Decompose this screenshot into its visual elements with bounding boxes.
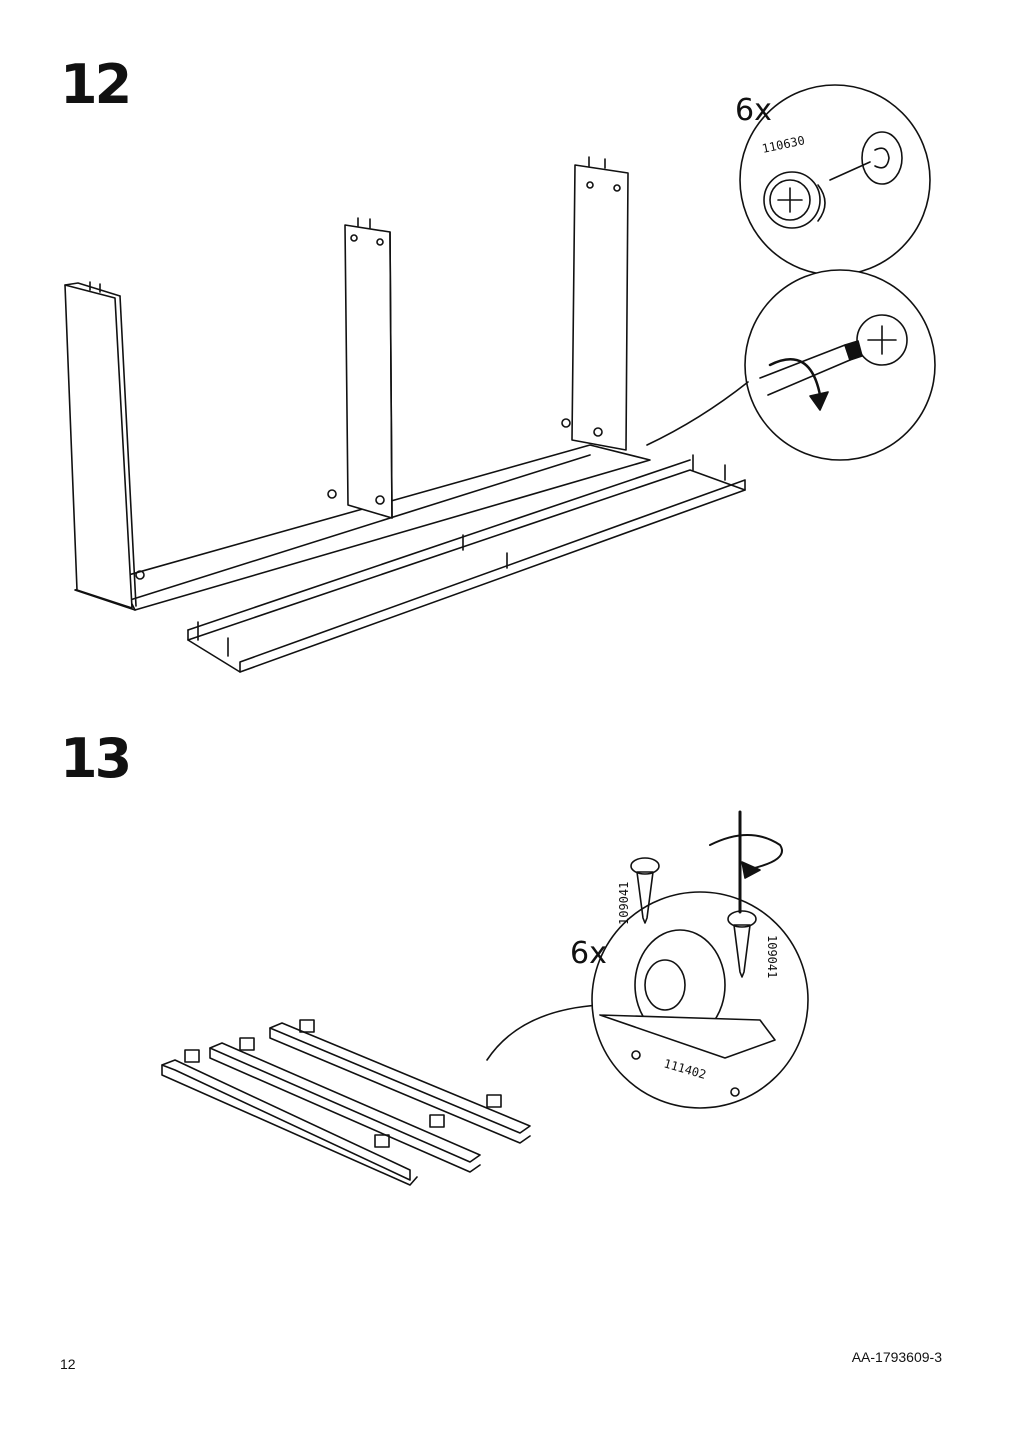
document-code: AA-1793609-3 [851, 1349, 942, 1365]
caster-wheel-icon [591, 891, 809, 1109]
step-12-number: 12 [60, 53, 132, 116]
screw-part-number-left: 109041 [617, 882, 631, 925]
screw-icon [630, 810, 757, 978]
step-13-rails [161, 1004, 601, 1186]
step-13-number: 13 [60, 727, 132, 790]
step-12-frame-assembly [64, 156, 746, 673]
step-12-quantity: 6x [735, 93, 772, 128]
rotate-arrow-icon [709, 358, 829, 879]
screw-part-number-right: 109041 [765, 935, 779, 978]
step-13-quantity: 6x [570, 936, 607, 971]
screwdriver-icon [646, 269, 936, 461]
page-number: 12 [60, 1356, 76, 1372]
